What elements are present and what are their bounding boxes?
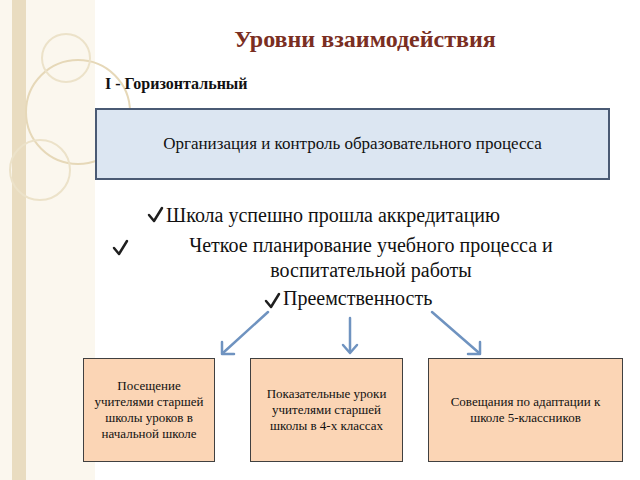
- checklist-item: Четкое планирование учебного процесса и …: [132, 233, 610, 283]
- level-heading: I - Горизонтальный: [105, 75, 248, 93]
- main-box: Организация и контроль образовательного …: [95, 108, 610, 180]
- box-text: Посещение учителями старшей школы уроков…: [89, 378, 209, 443]
- activity-box: Посещение учителями старшей школы уроков…: [83, 358, 215, 462]
- slide-title: Уровни взаимодействия: [0, 26, 640, 53]
- checklist-item: Школа успешно прошла аккредитацию: [166, 203, 500, 228]
- activity-box: Показательные уроки учителями старшей шк…: [250, 358, 403, 462]
- checklist-item: Преемственность: [283, 286, 432, 311]
- box-text: Совещания по адаптации к школе 5-классни…: [434, 394, 617, 427]
- activity-box: Совещания по адаптации к школе 5-классни…: [428, 358, 623, 462]
- box-text: Показательные уроки учителями старшей шк…: [256, 386, 397, 435]
- box-text: Организация и контроль образовательного …: [163, 133, 542, 154]
- branch-arrows: [222, 312, 480, 354]
